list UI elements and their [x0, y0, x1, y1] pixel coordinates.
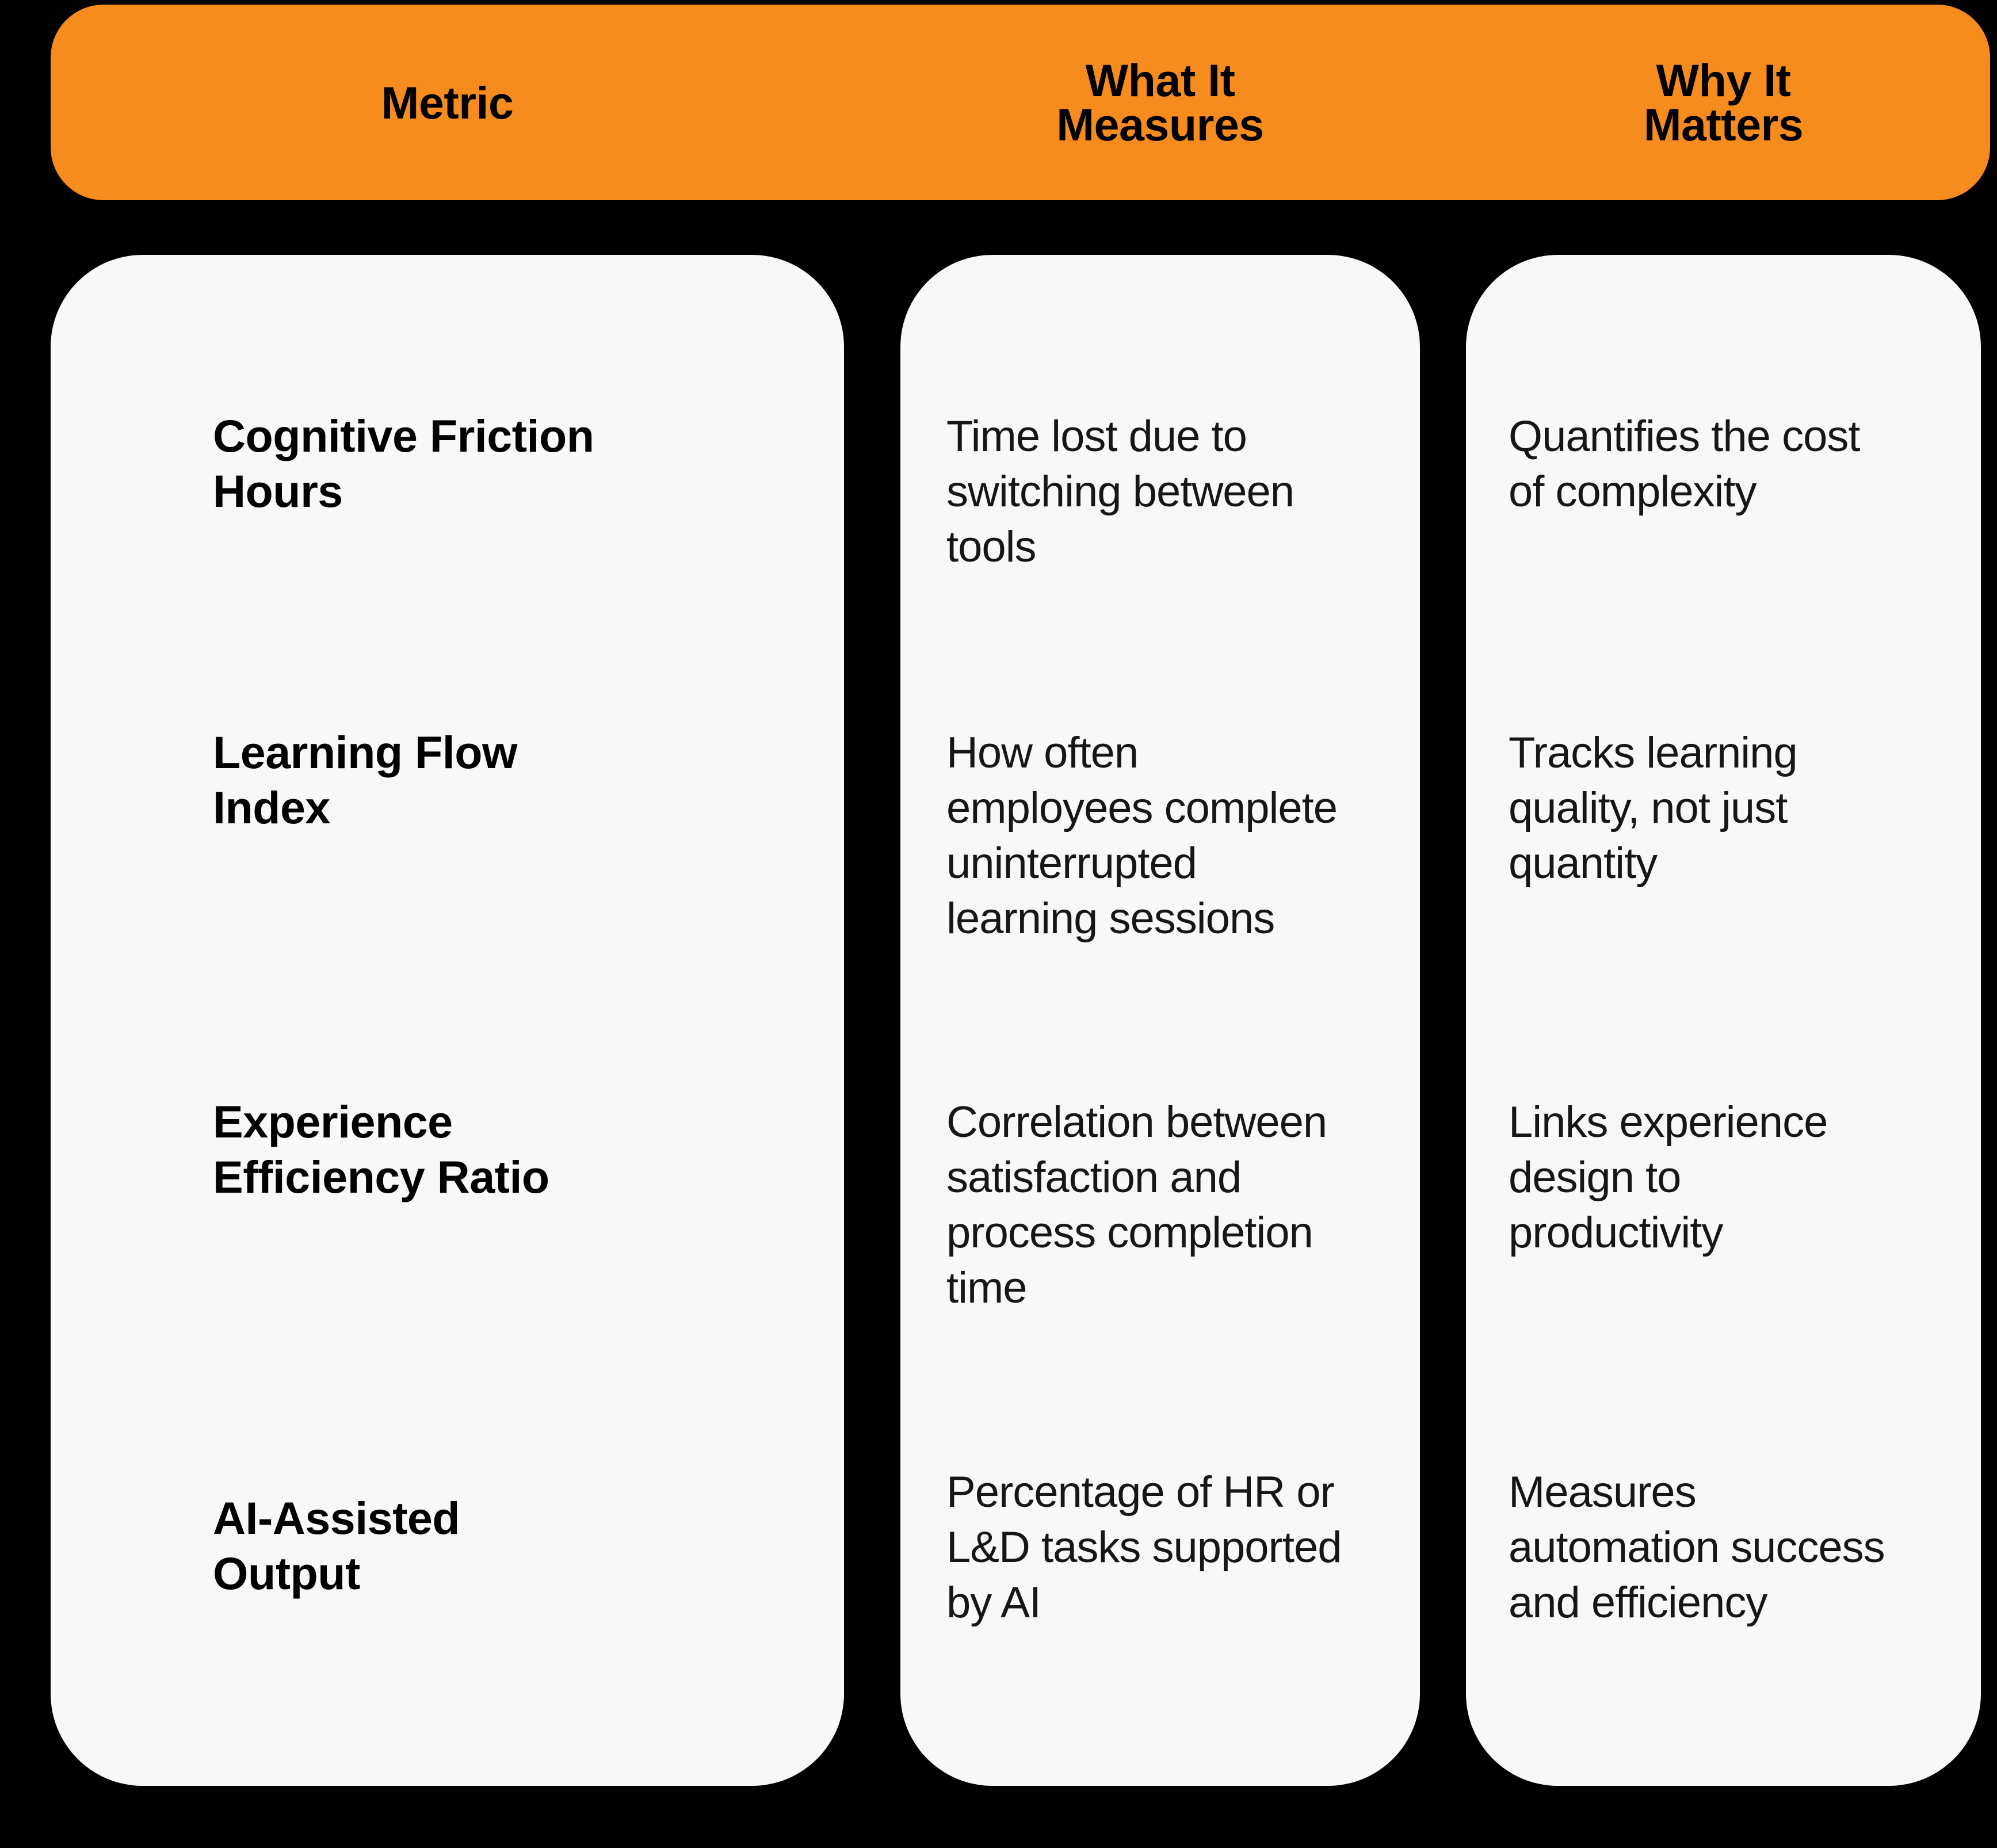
column-card-metric: Cognitive Friction Hours Learning Flow I… — [51, 255, 844, 1786]
cell-metric-row3: Experience Efficiency Ratio — [213, 1096, 549, 1202]
column-header-why-it-matters: Why It Matters — [1643, 55, 1804, 150]
cell-what-it-measures-row1: Time lost due to switching between tools — [946, 412, 1295, 571]
cell-what-it-measures-row3: Correlation between satisfaction and pro… — [946, 1098, 1327, 1312]
cell-why-it-matters-row1: Quantifies the cost of complexity — [1509, 412, 1860, 516]
table-header-bar: Metric What It Measures Why It Matters — [51, 5, 1990, 200]
cell-why-it-matters-row4: Measures automation success and efficien… — [1509, 1468, 1885, 1627]
cell-metric-row1: Cognitive Friction Hours — [213, 410, 594, 517]
cell-why-it-matters-row2: Tracks learning quality, not just quanti… — [1509, 728, 1798, 888]
cell-metric-row4: AI-Assisted Output — [213, 1492, 460, 1599]
cell-what-it-measures-row4: Percentage of HR or L&D tasks supported … — [946, 1468, 1342, 1627]
cell-metric-row2: Learning Flow Index — [213, 727, 517, 833]
column-card-what-it-measures: Time lost due to switching between tools… — [900, 255, 1420, 1786]
cell-why-it-matters-row3: Links experience design to productivity — [1509, 1098, 1828, 1257]
column-header-metric: Metric — [381, 77, 514, 128]
column-header-what-it-measures: What It Measures — [1056, 55, 1264, 150]
column-card-why-it-matters: Quantifies the cost of complexity Tracks… — [1466, 255, 1981, 1786]
cell-what-it-measures-row2: How often employees complete uninterrupt… — [946, 728, 1338, 943]
